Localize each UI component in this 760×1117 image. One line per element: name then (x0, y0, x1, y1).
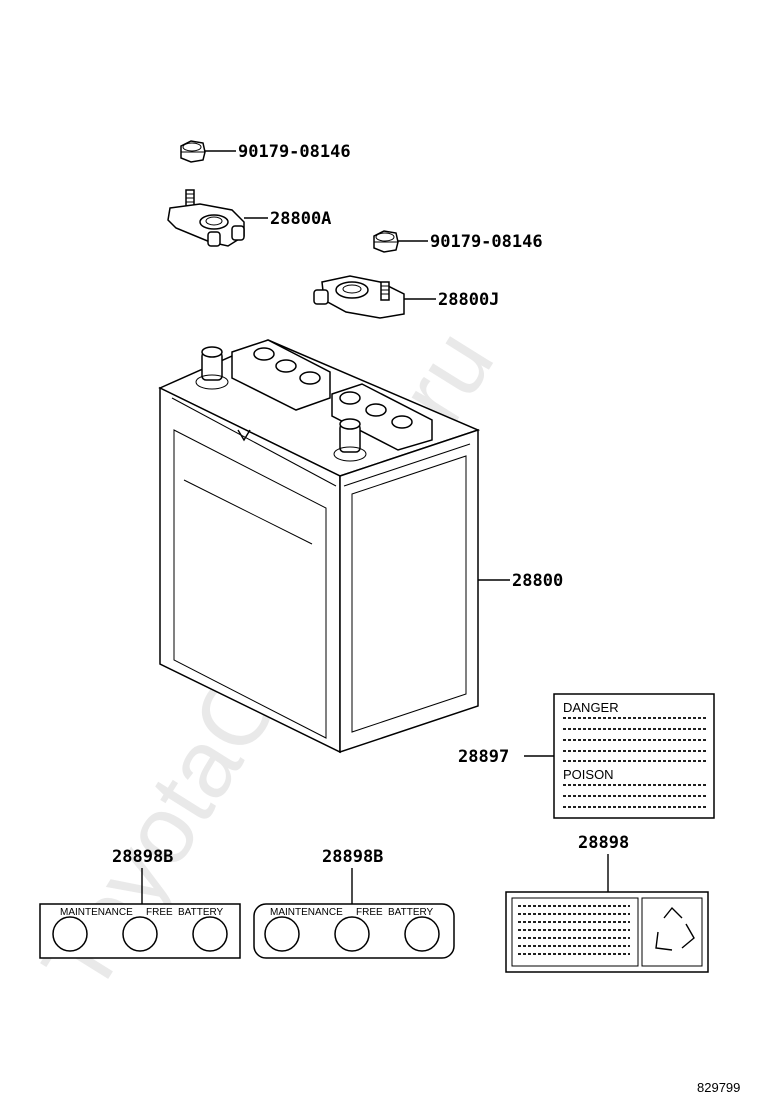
part-number-clamp-a[interactable]: 28800A (270, 209, 331, 229)
warning-label-heading-poison: POISON (563, 767, 614, 782)
mfb-right-word-maintenance: MAINTENANCE (270, 907, 343, 918)
nut-top-icon[interactable] (180, 140, 206, 163)
mfb-left-word-maintenance: MAINTENANCE (60, 907, 133, 918)
part-number-nut-top[interactable]: 90179-08146 (238, 142, 351, 162)
part-number-mfb-label-left[interactable]: 28898B (112, 847, 173, 867)
part-number-nut-mid[interactable]: 90179-08146 (430, 232, 543, 252)
terminal-clamp-a-icon[interactable] (167, 189, 245, 247)
mfb-right-word-battery: BATTERY (388, 907, 434, 918)
recycle-label-icon[interactable] (505, 891, 709, 973)
part-number-battery[interactable]: 28800 (512, 571, 563, 591)
recycle-icon (655, 906, 695, 951)
mfb-label-left-icon[interactable]: MAINTENANCE FREE BATTERY (39, 903, 241, 959)
mfb-left-word-battery: BATTERY (178, 907, 224, 918)
part-number-warning-label[interactable]: 28897 (458, 747, 509, 767)
mfb-label-right-icon[interactable]: MAINTENANCE FREE BATTERY (253, 903, 455, 959)
mfb-right-word-free: FREE (356, 907, 383, 918)
part-number-clamp-j[interactable]: 28800J (438, 290, 499, 310)
warning-label-icon[interactable]: DANGER POISON (553, 693, 715, 819)
warning-label-heading-danger: DANGER (563, 700, 619, 715)
mfb-left-word-free: FREE (146, 907, 173, 918)
part-number-mfb-label-right[interactable]: 28898B (322, 847, 383, 867)
diagram-id: 829799 (697, 1080, 740, 1095)
nut-mid-icon[interactable] (373, 230, 399, 253)
battery-icon[interactable] (158, 339, 481, 754)
part-number-recycle-label[interactable]: 28898 (578, 833, 629, 853)
terminal-clamp-j-icon[interactable] (313, 275, 405, 319)
